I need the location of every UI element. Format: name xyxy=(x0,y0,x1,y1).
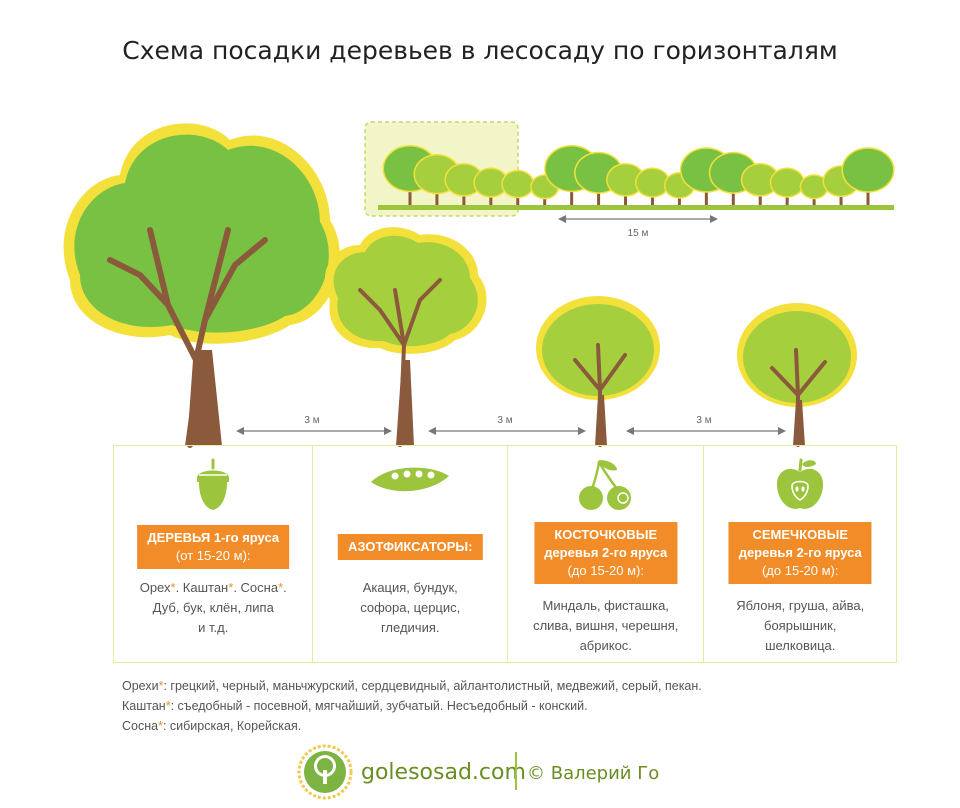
distance-arrow-3 xyxy=(626,427,786,435)
page-title: Схема посадки деревьев в лесосаду по гор… xyxy=(122,36,838,65)
contour-tree xyxy=(606,163,646,205)
footnotes: Орехи*: грецкий, черный, маньчжурский, с… xyxy=(122,676,702,736)
apple-icon xyxy=(704,456,896,512)
card-first-tier: ДЕРЕВЬЯ 1-го яруса (от 15-20 м): Орех*. … xyxy=(114,446,314,662)
contour-tree xyxy=(799,174,829,205)
card-stone-fruit: КОСТОЧКОВЫЕ деревья 2-го яруса (до 15-20… xyxy=(508,446,705,662)
site-link[interactable]: golesosad.com xyxy=(361,760,526,785)
contour-distance-arrow xyxy=(558,215,718,223)
distance-label-2: 3 м xyxy=(497,415,512,426)
category-label-nitrogen-fixers: АЗОТФИКСАТОРЫ: xyxy=(338,534,483,560)
footnote-nuts: Орехи*: грецкий, черный, маньчжурский, с… xyxy=(122,679,702,693)
tree-first-tier xyxy=(63,123,341,448)
category-label-pome-fruit: СЕМЕЧКОВЫЕ деревья 2-го яруса (до 15-20 … xyxy=(728,522,872,584)
category-examples-first-tier: Орех*. Каштан*. Сосна*. Дуб, бук, клён, … xyxy=(139,580,287,635)
distance-arrow-1 xyxy=(236,427,392,435)
contour-ground-line xyxy=(378,205,894,210)
card-pome-fruit: СЕМЕЧКОВЫЕ деревья 2-го яруса (до 15-20 … xyxy=(704,446,896,662)
tree-logo-icon xyxy=(297,744,353,800)
contour-tree xyxy=(841,147,895,205)
tree-pome-fruit xyxy=(737,303,857,447)
contour-tree-row xyxy=(382,145,895,205)
category-panel: ДЕРЕВЬЯ 1-го яруса (от 15-20 м): Орех*. … xyxy=(113,445,897,663)
distance-label-1: 3 м xyxy=(304,415,319,426)
tree-nitrogen-fixer xyxy=(324,227,487,447)
contour-distance-label: 15 м xyxy=(628,228,649,239)
category-examples-stone-fruit: Миндаль, фисташка, слива, вишня, черешня… xyxy=(533,598,679,653)
distance-label-3: 3 м xyxy=(696,415,711,426)
contour-tree xyxy=(634,167,670,205)
footer-divider xyxy=(515,752,517,790)
category-label-first-tier: ДЕРЕВЬЯ 1-го яруса (от 15-20 м): xyxy=(137,525,290,569)
tree-stone-fruit xyxy=(536,296,660,447)
contour-tree xyxy=(473,167,509,205)
contour-tree xyxy=(501,169,535,205)
category-examples-nitrogen-fixers: Акация, бундук, софора, церцис, гледичия… xyxy=(360,580,461,635)
acorn-icon xyxy=(114,456,312,512)
card-nitrogen-fixers: АЗОТФИКСАТОРЫ: Акация, бундук, софора, ц… xyxy=(313,446,508,662)
footer: golesosad.com © Валерий Го xyxy=(297,744,677,800)
category-examples-pome-fruit: Яблоня, груша, айва, боярышник, шелковиц… xyxy=(736,598,865,653)
cherry-icon xyxy=(508,456,704,512)
pea-pod-icon xyxy=(313,466,507,496)
footnote-chestnut: Каштан*: съедобный - посевной, мягчайший… xyxy=(122,699,588,713)
category-label-stone-fruit: КОСТОЧКОВЫЕ деревья 2-го яруса (до 15-20… xyxy=(534,522,678,584)
distance-arrow-2 xyxy=(428,427,586,435)
contour-tree xyxy=(444,163,484,205)
tree-illustration: 15 м 3 м xyxy=(63,121,895,448)
author-credit: © Валерий Го xyxy=(527,763,660,784)
contour-tree xyxy=(740,163,780,205)
contour-tree xyxy=(769,167,805,205)
footnote-pine: Сосна*: сибирская, Корейская. xyxy=(122,719,302,733)
